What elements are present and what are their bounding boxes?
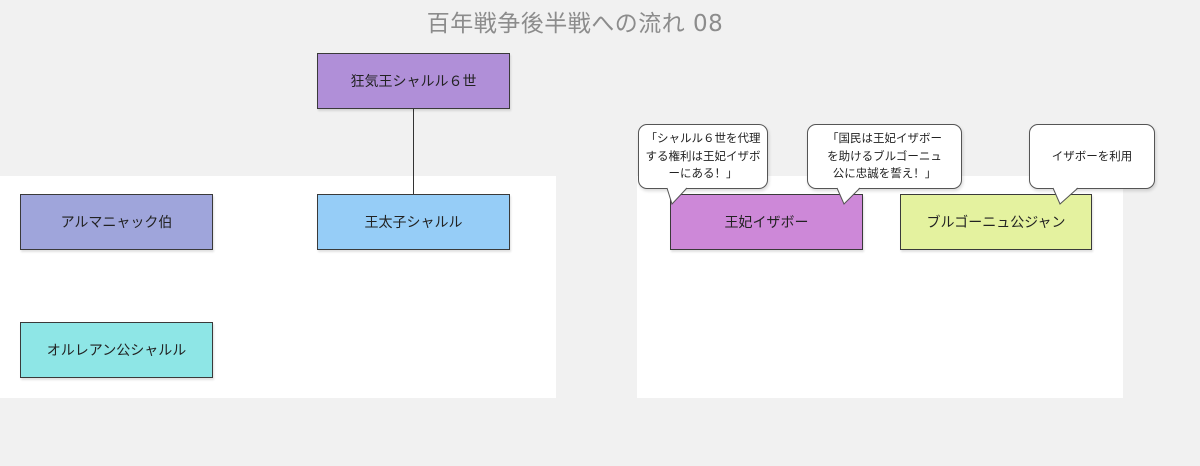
bubble-use-line: イザボーを利用 bbox=[1051, 148, 1133, 163]
node-orleans-label: オルレアン公シャルル bbox=[46, 343, 187, 359]
node-king-label: 狂気王シャルル６世 bbox=[350, 74, 477, 90]
bubble-loyalty[interactable]: 「国民は王妃イザボー を助けるブルゴーニュ 公に忠誠を誓え！」 bbox=[807, 124, 962, 189]
bubble-loyalty-line: 公に忠誠を誓え！」 bbox=[832, 166, 937, 181]
bubble-queen-claim[interactable]: 「シャルル６世を代理 する権利は王妃イザボ ーにある！」 bbox=[638, 124, 768, 189]
bubble-loyalty-tail bbox=[836, 187, 861, 205]
bubble-queen-claim-tail bbox=[666, 187, 688, 205]
bubble-loyalty-line: を助けるブルゴーニュ bbox=[827, 148, 942, 163]
node-dauphin[interactable]: 王太子シャルル bbox=[317, 194, 510, 250]
bubble-queen-claim-line: ーにある！」 bbox=[668, 166, 738, 181]
node-queen-label: 王妃イザボー bbox=[724, 215, 809, 231]
bubble-use-tail bbox=[1052, 187, 1079, 205]
node-armagnac[interactable]: アルマニャック伯 bbox=[20, 194, 213, 250]
bubble-loyalty-line: 「国民は王妃イザボー bbox=[827, 130, 942, 145]
diagram-title: 百年戦争後半戦への流れ 08 bbox=[426, 11, 724, 37]
node-burgundy-label: ブルゴーニュ公ジャン bbox=[926, 215, 1066, 231]
node-dauphin-label: 王太子シャルル bbox=[364, 215, 463, 231]
node-king[interactable]: 狂気王シャルル６世 bbox=[317, 53, 510, 109]
node-armagnac-label: アルマニャック伯 bbox=[60, 215, 173, 231]
bubble-use[interactable]: イザボーを利用 bbox=[1029, 124, 1155, 189]
node-queen[interactable]: 王妃イザボー bbox=[670, 194, 863, 250]
node-burgundy[interactable]: ブルゴーニュ公ジャン bbox=[900, 194, 1092, 250]
bubble-queen-claim-line: する権利は王妃イザボ bbox=[645, 148, 761, 163]
king-dauphin-connector bbox=[413, 109, 414, 194]
bubble-queen-claim-line: 「シャルル６世を代理 bbox=[645, 130, 761, 145]
node-orleans[interactable]: オルレアン公シャルル bbox=[20, 322, 213, 378]
